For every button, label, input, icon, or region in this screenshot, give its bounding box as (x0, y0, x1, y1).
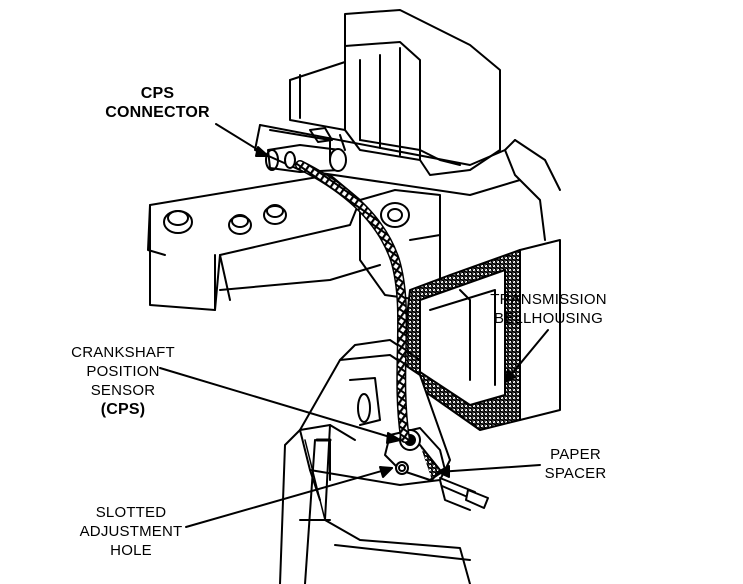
label-slotted-line-3: HOLE (110, 542, 152, 559)
label-paper-spacer: PAPER SPACER (528, 445, 623, 483)
label-cps-line-2: POSITION (86, 363, 160, 380)
hold-down-bolt (439, 477, 489, 509)
cps-connector-part (265, 127, 347, 173)
label-slotted-adjustment-hole: SLOTTED ADJUSTMENT HOLE (72, 503, 190, 560)
label-cps-connector-line-2: CONNECTOR (105, 104, 210, 121)
manifold-arm (147, 174, 381, 311)
label-crankshaft-position-sensor: CRANKSHAFT POSITION SENSOR (CPS) (58, 343, 188, 419)
label-bellhousing-line-2: BELLHOUSING (494, 310, 603, 327)
bellhousing-part (399, 239, 561, 431)
label-slotted-line-1: SLOTTED (95, 504, 167, 521)
label-cps-connector-line-1: CPS (140, 85, 175, 102)
leader-lines (159, 123, 549, 528)
label-bellhousing-line-1: TRANSMISSION (490, 291, 607, 308)
engine-block-top (254, 9, 561, 241)
label-paper-spacer-line-1: PAPER (550, 446, 601, 463)
label-slotted-line-2: ADJUSTMENT (79, 523, 183, 540)
label-paper-spacer-line-2: SPACER (544, 465, 607, 482)
label-cps-line-1: CRANKSHAFT (71, 344, 175, 361)
label-cps-connector: CPS CONNECTOR (95, 84, 220, 122)
label-transmission-bellhousing: TRANSMISSION BELLHOUSING (476, 290, 621, 328)
label-cps-line-3: SENSOR (90, 382, 156, 399)
label-cps-line-4: (CPS) (100, 401, 146, 418)
cps-sensor-body (384, 427, 446, 481)
